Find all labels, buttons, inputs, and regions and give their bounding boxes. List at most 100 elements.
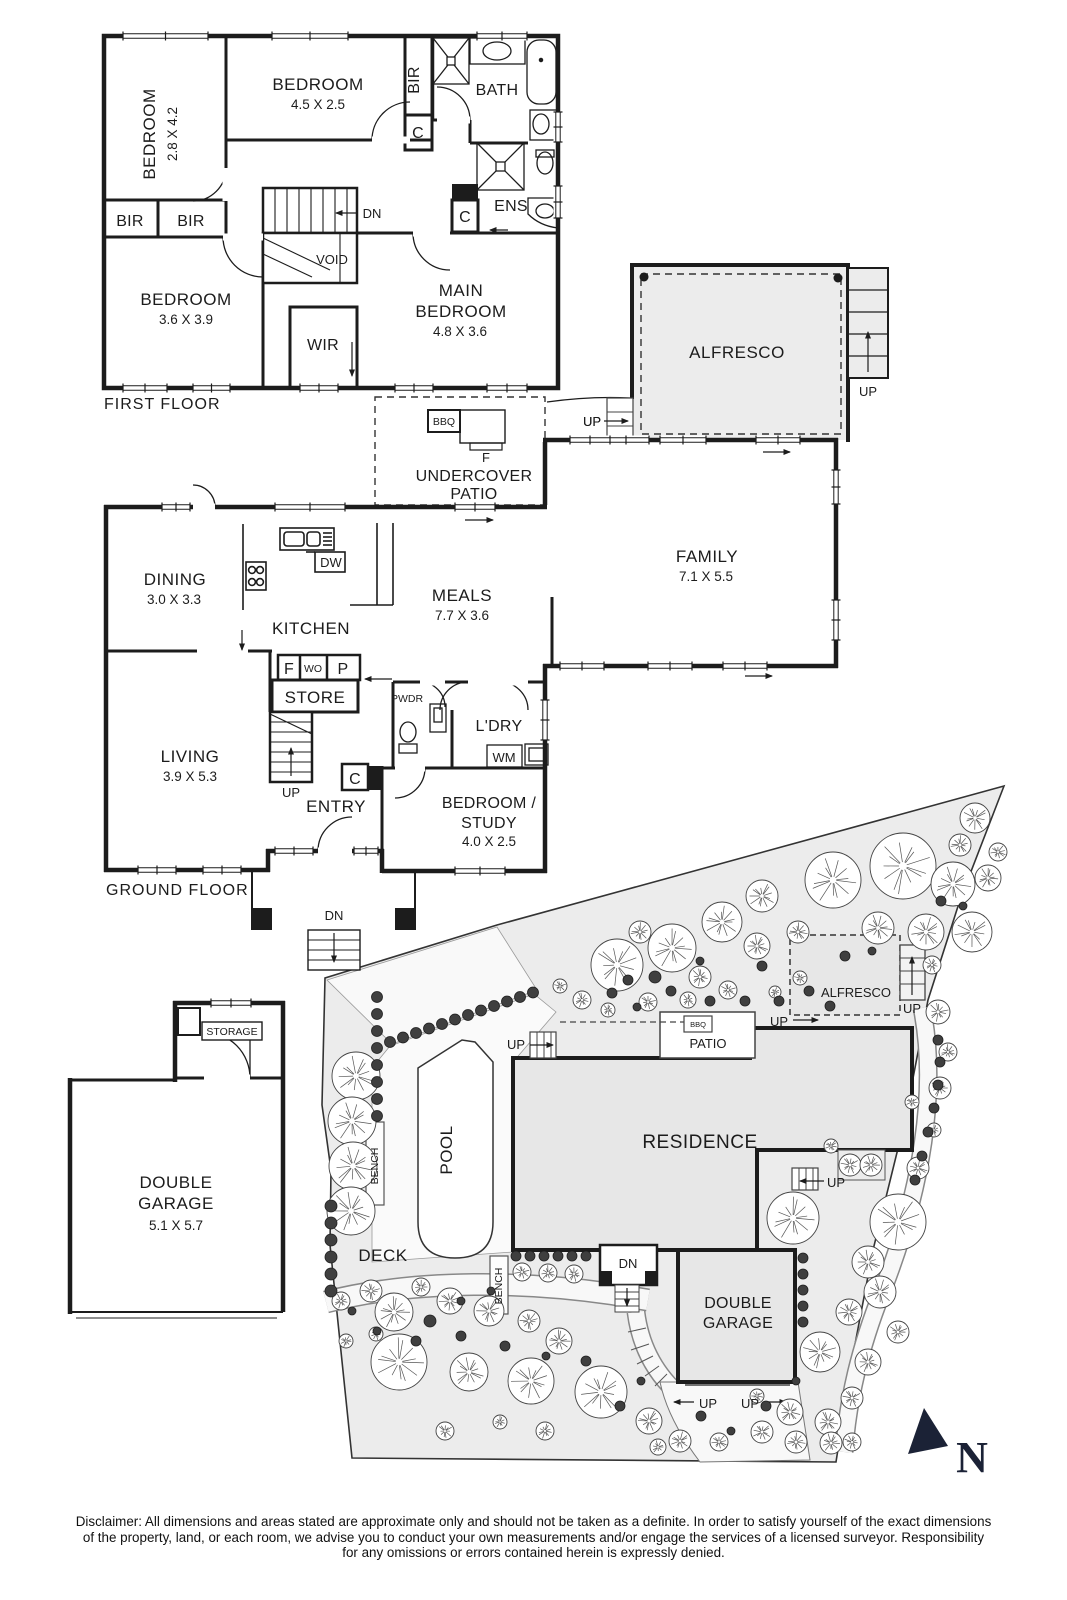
window <box>299 383 339 393</box>
tree-icon <box>718 980 738 1000</box>
gf-wall-nib <box>368 766 382 790</box>
shrub-icon <box>527 986 539 999</box>
tree-icon <box>804 851 862 909</box>
gf-bs-dims: 4.0 X 2.5 <box>462 834 516 849</box>
tree-icon <box>749 1388 765 1404</box>
ff-bath-label: BATH <box>476 82 519 99</box>
tree-icon <box>863 1275 897 1309</box>
tree-icon <box>370 1333 428 1391</box>
shrub-icon <box>632 1002 642 1012</box>
shrub-icon <box>932 1079 944 1091</box>
shrub-icon <box>695 1410 707 1422</box>
window <box>394 383 434 393</box>
tree-icon <box>840 1386 864 1410</box>
tree-icon <box>869 1193 927 1251</box>
shrub-icon <box>475 1004 487 1017</box>
ff-bir-a: BIR <box>116 213 144 230</box>
garage-storage-label: STORAGE <box>206 1026 257 1038</box>
tree-icon <box>435 1421 455 1441</box>
shrub-icon <box>371 1076 383 1088</box>
ff-bed-left-name: BEDROOM <box>140 88 159 179</box>
shrub-icon <box>922 1126 934 1138</box>
site-up-alfresco-label: UP <box>903 1001 921 1016</box>
gf-meals-name: MEALS <box>432 586 492 605</box>
gf-porch-dn-label: DN <box>325 908 344 923</box>
ff-stairs <box>261 186 359 235</box>
site-garage-label-1: DOUBLE <box>704 1295 772 1312</box>
gf-f-bbq-label: F <box>482 450 490 465</box>
window <box>161 502 191 512</box>
alfresco-post-right <box>833 273 843 283</box>
ff-bir-c: BIR <box>406 66 423 94</box>
window <box>553 185 563 219</box>
tree-icon <box>792 970 808 986</box>
shrub-icon <box>932 1034 944 1046</box>
site-up-drive-right-label: UP <box>741 1396 759 1411</box>
shrub-icon <box>935 895 947 907</box>
shrub-icon <box>462 1009 474 1021</box>
storage-fill <box>175 1003 283 1080</box>
gf-pantry-f: F <box>284 661 294 678</box>
tree-icon <box>374 1292 414 1332</box>
tree-icon <box>668 1429 692 1453</box>
gf-up-label: UP <box>282 785 300 800</box>
shrub-icon <box>371 991 383 1003</box>
shrub-icon <box>371 1042 383 1054</box>
garage-walls <box>67 1000 286 1314</box>
site-up-patio-label: UP <box>770 1014 788 1029</box>
window <box>831 599 841 641</box>
tree-icon <box>679 991 697 1009</box>
gf-dining-name: DINING <box>144 570 207 589</box>
shrub-icon <box>456 1296 466 1306</box>
shrub-icon <box>324 1250 338 1264</box>
tree-icon <box>638 992 658 1012</box>
gf-store-label: STORE <box>285 688 346 707</box>
tree-icon <box>326 1186 376 1236</box>
tree-icon <box>859 1153 883 1177</box>
shrub-icon <box>726 1426 736 1436</box>
gf-bs-l1: BEDROOM / <box>442 795 537 812</box>
tree-icon <box>938 1042 958 1062</box>
site-bbq-label: BBQ <box>690 1020 706 1029</box>
ff-section-label: FIRST FLOOR <box>104 396 221 413</box>
ff-bir-b: BIR <box>177 213 205 230</box>
shrub-icon <box>397 1031 409 1044</box>
tree-icon <box>512 1262 532 1282</box>
site-garage-label-2: GARAGE <box>703 1315 773 1332</box>
shrub-icon <box>704 995 716 1007</box>
site-plan: RESIDENCE POOL DECK ALFRESCO PATIO BBQ D… <box>321 784 1008 1463</box>
disclaimer: Disclaimer: All dimensions and areas sta… <box>0 1514 1067 1561</box>
fan-step-lines <box>627 1327 668 1387</box>
tree-icon <box>745 879 779 913</box>
shrub-icon <box>648 970 662 984</box>
tree-icon <box>701 901 743 943</box>
tree-icon <box>861 911 895 945</box>
alfresco-up-house-label: UP <box>583 414 601 429</box>
site-trees <box>324 802 1008 1456</box>
gf-bbq <box>427 409 506 451</box>
gf-family-dims: 7.1 X 5.5 <box>679 569 733 584</box>
tree-icon <box>449 1352 489 1392</box>
tree-icon <box>951 911 993 953</box>
garage-dims: 5.1 X 5.7 <box>149 1218 203 1233</box>
tree-icon <box>574 1365 628 1419</box>
shrub-icon <box>347 1306 357 1316</box>
shrub-icon <box>499 1340 511 1352</box>
gf-entry-label: ENTRY <box>306 797 366 816</box>
shrub-icon <box>324 1267 338 1281</box>
ff-dn-label: DN <box>363 206 382 221</box>
tree-icon <box>507 1357 555 1405</box>
alfresco-post-left <box>639 272 649 282</box>
shrub-icon <box>916 1150 928 1162</box>
shrub-icon <box>436 1018 448 1030</box>
shrub-icon <box>552 1250 564 1262</box>
ff-void <box>261 231 359 285</box>
window <box>210 998 252 1008</box>
shrub-icon <box>324 1233 338 1247</box>
tree-icon <box>776 1398 804 1426</box>
shrub-icon <box>928 1102 940 1114</box>
tree-icon <box>600 1002 616 1018</box>
window <box>831 469 841 505</box>
gf-wet-fixtures <box>398 703 549 768</box>
tree-icon <box>411 1277 431 1297</box>
